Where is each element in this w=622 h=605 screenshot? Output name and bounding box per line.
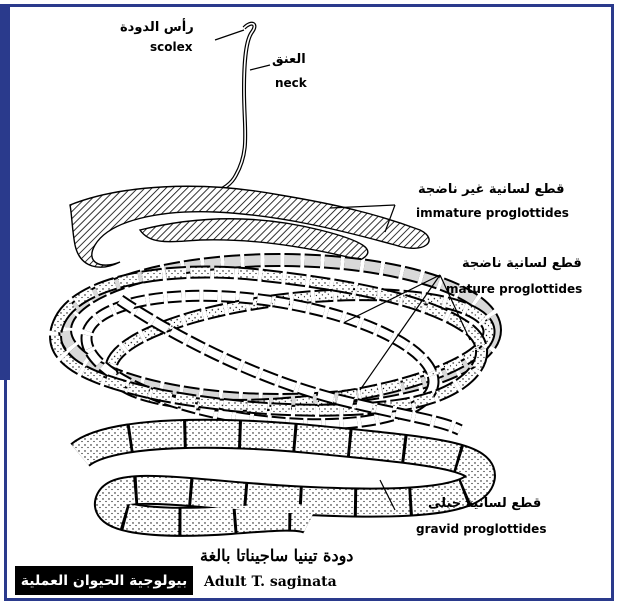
source-badge: بيولوجية الحيوان العملية xyxy=(15,566,193,595)
mature-label-en: mature proglottides xyxy=(446,282,582,296)
mature-label-ar: قطع لسانية ناضجة xyxy=(462,256,582,271)
immature-label-en: immature proglottides xyxy=(416,206,569,220)
gravid-label-en: gravid proglottides xyxy=(416,522,546,536)
neck-label-ar: العنق xyxy=(272,52,306,67)
scolex-label-ar: رأس الدودة xyxy=(120,20,194,35)
immature-label-ar: قطع لسانية غير ناضجة xyxy=(418,182,565,197)
gravid-label-ar: قطع لسانية حبلى xyxy=(428,496,541,511)
figure-title-ar: دودة تينيا ساجيناتا بالغة xyxy=(200,546,353,565)
figure-title-en: Adult T. saginata xyxy=(204,574,337,590)
scolex-label-en: scolex xyxy=(150,40,193,54)
neck-label-en: neck xyxy=(275,76,307,90)
mature-proglottides-coils xyxy=(56,260,495,444)
gravid-proglottides-loop xyxy=(80,434,481,522)
